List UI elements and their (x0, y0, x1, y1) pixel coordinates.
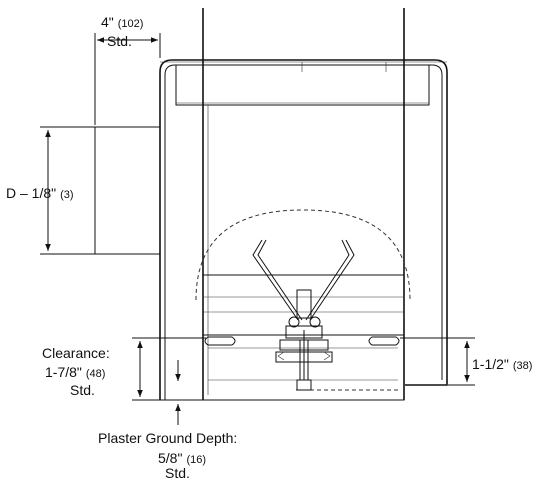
clearance-value: 1-7/8"(48) (45, 364, 105, 380)
depth-box (40, 126, 161, 255)
right-height-dimension (400, 337, 475, 386)
top-width-std: Std. (107, 33, 132, 49)
right-height-label: 1-1/2"(38) (472, 356, 532, 372)
top-width-dimension (94, 33, 161, 125)
plaster-std: Std. (165, 465, 190, 481)
clearance-std: Std. (70, 382, 95, 398)
clearance-dimension (132, 337, 206, 425)
plaster-value: 5/8"(16) (158, 450, 206, 466)
top-width-label: 4"(102) (101, 14, 143, 30)
clearance-title: Clearance: (42, 345, 110, 361)
swing-arc (195, 209, 411, 301)
plaster-title: Plaster Ground Depth: (98, 430, 237, 446)
closer-mechanism (252, 239, 355, 391)
depth-label: D – 1/8"(3) (6, 185, 74, 201)
